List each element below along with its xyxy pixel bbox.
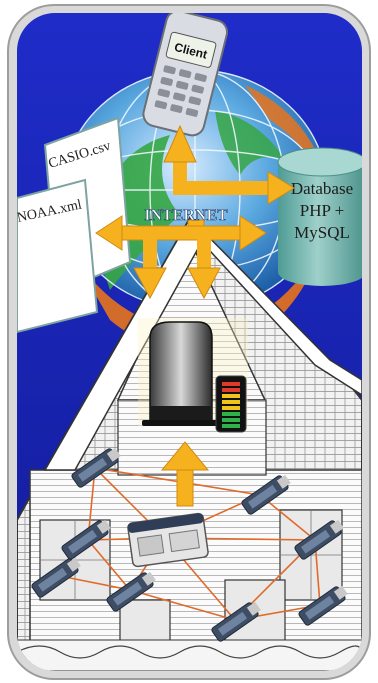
sensor-node-icon xyxy=(31,557,81,598)
meter-bar xyxy=(222,400,240,404)
sensor-node-icon xyxy=(241,474,291,515)
meter-bar xyxy=(222,406,240,410)
database-mysql-label: MySQL xyxy=(294,223,350,242)
gateway-icon xyxy=(127,512,209,568)
sensor-node-icon xyxy=(294,519,344,560)
data-flow-arrows xyxy=(95,124,295,507)
meter-bar xyxy=(222,412,240,416)
database-php-label: PHP + xyxy=(300,201,344,220)
database-cylinder-icon: Database PHP + MySQL xyxy=(277,147,362,286)
sensor-nodes xyxy=(31,447,348,642)
sensor-node-icon xyxy=(61,519,111,560)
meter-bar xyxy=(222,394,240,398)
document-xml-icon: NOAA.xml xyxy=(17,178,99,334)
sensor-node-icon xyxy=(71,447,121,488)
sensor-node-icon xyxy=(211,601,261,642)
meter-bar xyxy=(222,418,240,422)
meter-bar xyxy=(222,388,240,392)
database-label: Database xyxy=(291,179,353,198)
meter-bar xyxy=(222,424,240,428)
meter-bar xyxy=(222,382,240,386)
sensor-node-icon xyxy=(106,571,156,612)
signal-meter-icon xyxy=(215,375,247,433)
phone-icon: Client xyxy=(142,13,229,137)
internet-label: INTERNET xyxy=(144,207,228,224)
sensor-node-icon xyxy=(298,585,348,626)
